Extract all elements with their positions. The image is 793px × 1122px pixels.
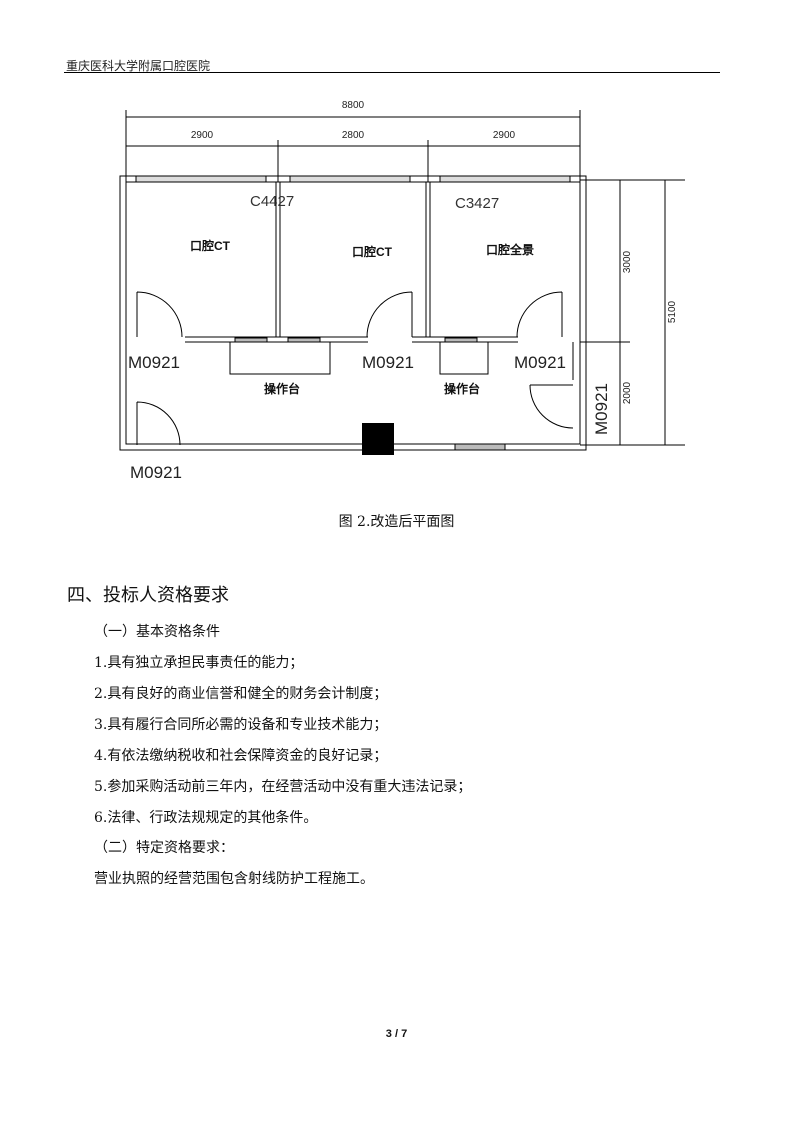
- requirement-item: 3.具有履行合同所必需的设备和专业技术能力；: [94, 717, 388, 733]
- window-label: C4427: [250, 193, 294, 210]
- subsection-heading: （二）特定资格要求：: [94, 840, 234, 856]
- requirement-item: 营业执照的经营范围包含射线防护工程施工。: [94, 871, 374, 887]
- console-1: [229, 341, 331, 375]
- door-swing: [136, 401, 181, 446]
- door-label: M0921: [514, 353, 566, 372]
- room-label-1: 口腔CT: [190, 238, 231, 253]
- subsection-heading: （一）基本资格条件: [94, 624, 220, 640]
- floor-plan: 8800 2900 2800 2900 3000 2000 5100 C4427…: [119, 100, 685, 482]
- page-number: 3 / 7: [385, 1028, 408, 1040]
- door-swing: [136, 291, 183, 338]
- room-label-3: 口腔全景: [486, 242, 534, 257]
- dim-h-total: 5100: [667, 300, 678, 323]
- header-rule: [64, 72, 720, 73]
- window-strip: [289, 175, 411, 183]
- console-label-2: 操作台: [444, 381, 480, 396]
- console-label-1: 操作台: [264, 381, 300, 396]
- dim-w3: 2900: [493, 130, 516, 141]
- dim-w1: 2900: [191, 130, 214, 141]
- dim-w2: 2800: [342, 130, 365, 141]
- requirement-item: 6.法律、行政法规规定的其他条件。: [94, 810, 318, 826]
- column: [362, 423, 394, 455]
- window-strip: [135, 175, 267, 183]
- door-swing: [529, 384, 574, 429]
- window-strip: [439, 175, 571, 183]
- requirement-item: 1.具有独立承担民事责任的能力；: [94, 655, 304, 671]
- console-2: [439, 341, 489, 375]
- door-swing: [366, 291, 413, 338]
- door-label: M0921: [362, 353, 414, 372]
- room-label-2: 口腔CT: [352, 244, 393, 259]
- requirement-item: 5.参加采购活动前三年内，在经营活动中没有重大违法记录；: [94, 779, 472, 795]
- dim-h2: 2000: [622, 381, 633, 404]
- door-swing: [516, 291, 563, 338]
- door-label: M0921: [128, 353, 180, 372]
- document-header: 重庆医科大学附属口腔医院: [66, 59, 211, 73]
- dim-total: 8800: [342, 100, 365, 111]
- dim-h1: 3000: [622, 250, 633, 273]
- window-strip: [454, 443, 506, 451]
- section-heading: 四、投标人资格要求: [67, 585, 229, 606]
- figure-caption: 图 2.改造后平面图: [338, 514, 455, 530]
- window-label: C3427: [455, 195, 499, 212]
- door-label: M0921: [130, 463, 182, 482]
- door-label: M0921: [592, 383, 611, 435]
- requirement-item: 4.有依法缴纳税收和社会保障资金的良好记录；: [94, 748, 388, 764]
- requirement-item: 2.具有良好的商业信誉和健全的财务会计制度；: [94, 686, 388, 702]
